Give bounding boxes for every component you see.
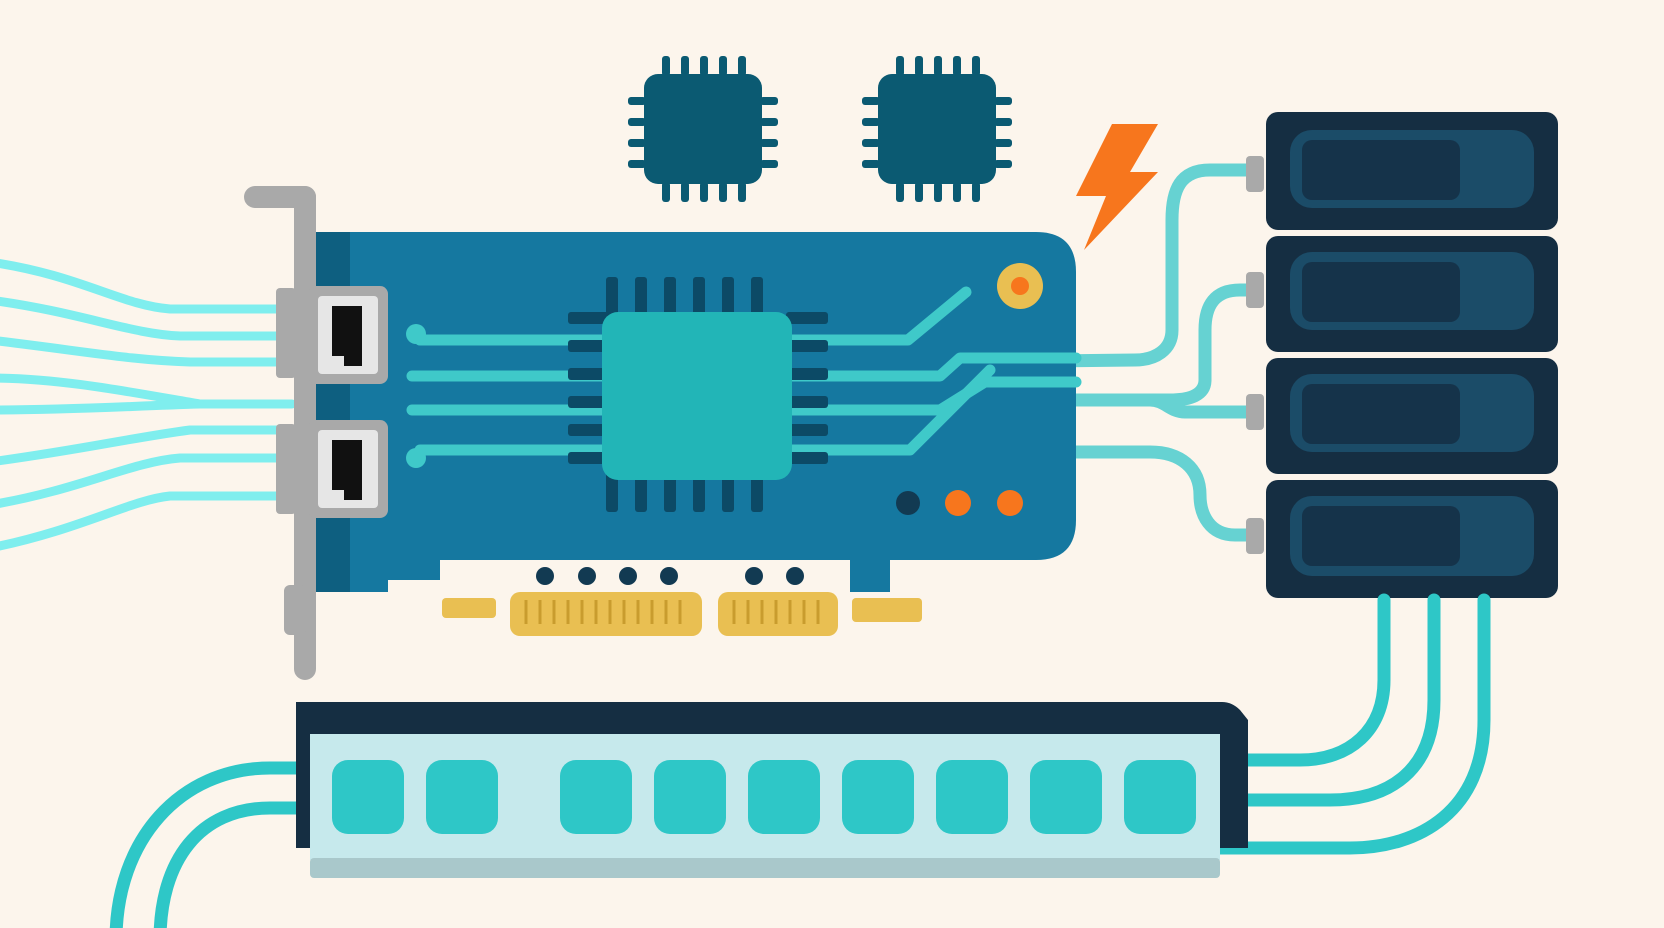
storage-drive-stack [1246, 112, 1558, 598]
switch-port-8 [1030, 760, 1102, 834]
switch-port-9 [1124, 760, 1196, 834]
fiber-strand-5 [0, 399, 205, 415]
drive-cable-2 [978, 283, 1257, 407]
indicator-led-orange-2 [997, 490, 1023, 516]
drive-cables [953, 163, 1257, 542]
switch-port-7 [936, 760, 1008, 834]
rj45-port-icon [276, 286, 388, 384]
microchip-icon [862, 56, 1012, 202]
switch-port-6 [842, 760, 914, 834]
indicator-led-orange-1 [945, 490, 971, 516]
uplink-cable-1 [1211, 593, 1391, 767]
drive-cable-3 [1143, 393, 1257, 419]
fiber-bundle [0, 259, 297, 551]
switch-port-4 [654, 760, 726, 834]
switch-ports [332, 760, 1196, 834]
uplink-cable-2 [1211, 593, 1441, 807]
microchip-icon [628, 56, 778, 202]
drive-cable-1 [953, 163, 1257, 369]
network-switch-icon [296, 702, 1248, 878]
rj45-port-icon [276, 420, 388, 518]
switch-uplink-cables [1211, 593, 1491, 855]
downlink-cable-1 [109, 761, 317, 928]
switch-base [310, 858, 1220, 878]
status-led-core [1011, 277, 1029, 295]
storage-drive-icon [1246, 358, 1558, 474]
processor-pins [568, 277, 828, 512]
fiber-strand-7 [0, 453, 297, 508]
storage-drive-icon [1246, 112, 1558, 230]
uplink-cable-3 [1211, 593, 1491, 855]
solder-pads [536, 567, 804, 585]
indicator-led-dark [896, 491, 920, 515]
fiber-strand-8 [0, 491, 297, 551]
switch-port-3 [560, 760, 632, 834]
trace-via-1 [406, 324, 426, 344]
fiber-strand-3 [0, 336, 297, 367]
fiber-strand-6 [0, 425, 297, 466]
fiber-strand-1 [0, 259, 297, 314]
storage-drive-icon [1246, 480, 1558, 598]
downlink-cable-2 [153, 801, 317, 928]
switch-downlink-cables [109, 761, 317, 928]
switch-port-5 [748, 760, 820, 834]
switch-port-2 [426, 760, 498, 834]
pcie-edge-connector [442, 592, 922, 636]
lightning-bolt-icon [1076, 124, 1158, 250]
switch-port-1 [332, 760, 404, 834]
fiber-strand-2 [0, 296, 297, 341]
storage-drive-icon [1246, 236, 1558, 352]
drive-cable-4 [988, 445, 1257, 542]
trace-via-2 [406, 448, 426, 468]
main-processor-chip [602, 312, 792, 480]
